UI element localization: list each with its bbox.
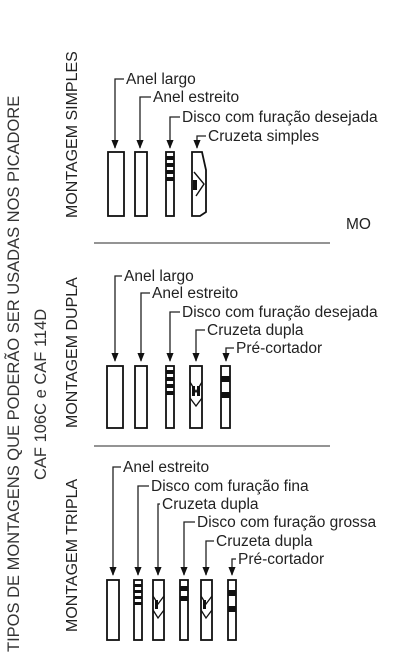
anel-estreito-part: [134, 151, 148, 217]
leader-arrow: [193, 135, 206, 149]
cruzeta-dupla-part: [152, 579, 165, 641]
leader-arrow: [180, 521, 195, 576]
pre-cortador-part: [220, 365, 231, 429]
disco-fina-part: [133, 579, 143, 641]
cruzeta-dupla-part: [189, 365, 203, 429]
label-anel-estreito: Anel estreito: [123, 459, 209, 476]
disco-part: [165, 151, 175, 217]
label-anel-estreito: Anel estreito: [153, 89, 239, 106]
leader-arrow: [111, 275, 122, 362]
leader-arrow: [228, 558, 236, 576]
label-anel-largo: Anel largo: [124, 268, 194, 285]
label-cruzeta-dupla: Cruzeta dupla: [207, 322, 304, 339]
anel-estreito-part: [134, 365, 148, 429]
cruzeta-simples-part: [191, 151, 207, 217]
leader-arrow: [109, 466, 121, 576]
label-anel-largo: Anel largo: [126, 71, 196, 88]
cruzeta-dupla-part: [200, 579, 213, 641]
label-disco: Disco com furação desejada: [182, 304, 378, 321]
label-pre-cortador: Pré-cortador: [236, 340, 322, 357]
anel-largo-part: [106, 365, 124, 429]
main-title-line1: TIPOS DE MONTAGENS QUE PODERÃO SER USADA…: [3, 96, 23, 652]
leader-arrow: [192, 329, 205, 362]
anel-estreito-part: [106, 579, 120, 641]
disco-part: [165, 365, 175, 429]
leader-arrow: [222, 347, 234, 362]
label-cruzeta-dupla: Cruzeta dupla: [216, 533, 313, 550]
leader-arrow: [154, 503, 162, 576]
section-simples: Anel largo Anel estreito Disco com furaç…: [107, 71, 378, 217]
leader-arrow: [166, 311, 180, 362]
section-dupla: Anel largo Anel estreito Disco com furaç…: [106, 268, 378, 429]
section-title-tripla: MONTAGEM TRIPLA: [64, 478, 81, 632]
leader-arrow: [202, 540, 214, 576]
label-disco: Disco com furação desejada: [182, 109, 378, 126]
disco-grossa-part: [179, 579, 189, 641]
anel-largo-part: [107, 151, 125, 217]
leader-arrow: [136, 96, 151, 149]
label-pre-cortador: Pré-cortador: [238, 551, 324, 568]
label-cruzeta-simples: Cruzeta simples: [208, 128, 319, 145]
pre-cortador-part: [227, 579, 237, 641]
label-disco-fina: Disco com furação fina: [151, 478, 309, 495]
leader-arrow: [134, 485, 149, 576]
leader-arrow: [111, 78, 124, 149]
section-title-dupla: MONTAGEM DUPLA: [64, 277, 81, 428]
section-title-simples: MONTAGEM SIMPLES: [64, 51, 81, 218]
edge-text: MO: [346, 216, 371, 233]
leader-arrow: [166, 116, 180, 149]
leader-arrow: [137, 292, 150, 362]
main-title-line2: CAF 106C e CAF 114D: [32, 309, 50, 480]
label-disco-grossa: Disco com furação grossa: [197, 514, 377, 531]
label-cruzeta-dupla: Cruzeta dupla: [162, 496, 259, 513]
label-anel-estreito: Anel estreito: [152, 285, 238, 302]
section-tripla: Anel estreito Disco com furação fina Cru…: [106, 459, 377, 641]
